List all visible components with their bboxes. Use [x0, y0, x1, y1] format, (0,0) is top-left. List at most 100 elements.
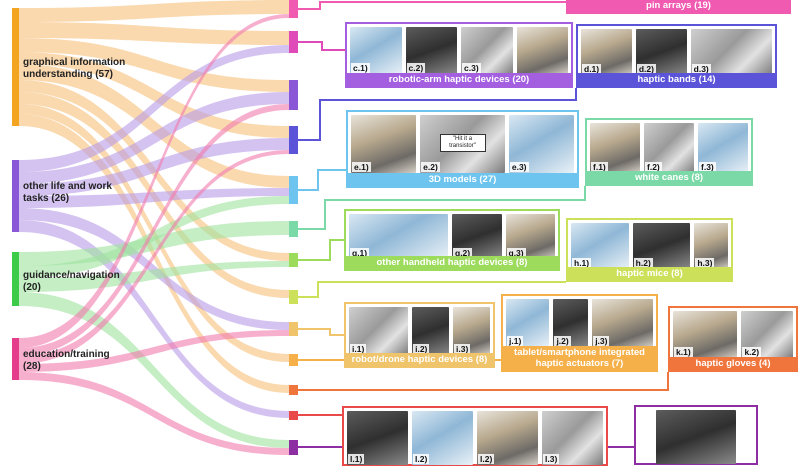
photo-c2: c.2): [405, 27, 457, 74]
card-robotic-arm: c.1) c.2) c.3) robotic-arm haptic device…: [345, 22, 573, 88]
photo-d3: d.3): [690, 29, 772, 75]
flow-ribbon-education: [19, 104, 289, 356]
card-robotic-banner: robotic-arm haptic devices (20): [347, 73, 571, 86]
photo-f1: f.1): [590, 123, 640, 173]
photo-l2a: l.2): [412, 411, 473, 465]
card-3d-banner: 3D models (27): [348, 173, 577, 186]
photo-e2-note: "Hit it a transistor": [439, 133, 486, 152]
flow-ribbon-graphical: [19, 52, 289, 138]
node-gloves: [289, 385, 298, 395]
photo-e2: "Hit it a transistor" e.2): [420, 115, 505, 173]
flow-ribbon-education: [19, 150, 289, 364]
node-bands2: [289, 126, 298, 154]
connector-line: [298, 1, 566, 10]
flow-ribbon-other: [19, 220, 289, 418]
photo-d2: d.2): [635, 29, 687, 75]
node-handheld: [289, 253, 298, 267]
photo-h2: h.2): [632, 223, 691, 269]
photo-l3: l.3): [542, 411, 603, 465]
card-haptic-gloves: k.1) k.2) haptic gloves (4): [668, 306, 798, 372]
sankey-figure: graphical information understanding (57)…: [12, 0, 798, 466]
ribbon-group: [19, 0, 289, 455]
flow-ribbon-other: [19, 92, 289, 184]
card-white-canes: f.1) f.2) f.3) white canes (8): [585, 118, 753, 186]
category-bar-guidance: [12, 252, 19, 306]
card-tablet-smartphone: j.1) j.2) j.3) tablet/smartphone integra…: [501, 294, 658, 372]
node-robotic: [289, 31, 298, 53]
photo-h1: h.1): [571, 223, 629, 269]
flow-links: [19, 0, 669, 455]
category-bar-education: [12, 338, 19, 380]
connector-line: [298, 88, 577, 141]
node-desk: [289, 411, 298, 420]
photo-j1: j.1): [506, 299, 550, 347]
node-canes: [289, 221, 298, 237]
card-3d-models: e.1) "Hit it a transistor" e.2) e.3) 3D …: [346, 110, 579, 188]
photo-g1: g.1): [349, 214, 448, 259]
photo-e3: e.3): [508, 115, 575, 173]
node-other-dev: [289, 440, 298, 455]
card-robot-drone: i.1) i.2) i.3) robot/drone haptic device…: [344, 302, 495, 368]
card-tablet-banner: tablet/smartphone integrated haptic actu…: [503, 346, 656, 370]
photo-i1: i.1): [349, 307, 409, 355]
card-other-devices: [634, 405, 758, 465]
category-label-graphical: graphical information understanding (57): [23, 57, 126, 80]
flow-ribbon-graphical: [19, 22, 289, 45]
flow-ribbon-other: [19, 208, 289, 330]
photo-c4: [516, 27, 568, 74]
connector-line: [298, 169, 346, 191]
flow-ribbon-guidance: [19, 261, 289, 292]
card-gloves-banner: haptic gloves (4): [670, 357, 796, 370]
photo-j2: j.2): [553, 299, 589, 347]
node-bands: [289, 80, 298, 110]
card-desk-devices: l.1) l.2) l.2) l.3): [342, 406, 608, 466]
card-mice-banner: haptic mice (8): [568, 267, 731, 280]
flow-ribbon-education: [19, 330, 289, 372]
photo-f2: f.2): [644, 123, 694, 173]
photo-c3: c.3): [461, 27, 513, 74]
category-label-education: education/training (28): [23, 349, 110, 372]
flow-ribbon-graphical: [19, 38, 289, 92]
photo-c1: c.1): [350, 27, 402, 74]
photo-k2: k.2): [741, 311, 793, 358]
category-label-guidance: guidance/navigation (20): [23, 270, 120, 293]
category-bar-graphical: [12, 8, 19, 126]
flow-ribbon-other: [19, 45, 289, 172]
flow-ribbon-graphical: [19, 0, 289, 22]
connector-line: [298, 328, 344, 336]
card-bands-banner: haptic bands (14): [578, 73, 775, 86]
photo-f3: f.3): [698, 123, 748, 173]
connector-line: [298, 281, 566, 298]
category-bar-other: [12, 160, 19, 232]
card-pin-arrays: pin arrays (19): [566, 0, 791, 14]
connector-line: [298, 41, 345, 51]
photo-k1: k.1): [673, 311, 738, 358]
node-tablet: [289, 354, 298, 366]
flow-ribbon-other: [19, 138, 289, 196]
flow-ribbon-education: [19, 14, 289, 348]
flow-ribbon-other: [19, 188, 289, 208]
photo-g3: g.3): [505, 214, 555, 259]
card-other-handheld: g.1) g.2) g.3) other handheld haptic dev…: [344, 209, 560, 271]
card-canes-banner: white canes (8): [587, 171, 751, 184]
photo-d1: d.1): [581, 29, 632, 75]
node-3d: [289, 176, 298, 204]
photo-h3: h.3): [694, 223, 728, 269]
connector-line: [298, 372, 669, 391]
photo-j3: j.3): [592, 299, 653, 347]
card-robot-banner: robot/drone haptic devices (8): [346, 353, 493, 366]
photo-g2: g.2): [452, 214, 502, 259]
photo-m1: [656, 410, 736, 464]
node-pin: [289, 0, 298, 18]
card-handheld-banner: other handheld haptic devices (8): [346, 256, 558, 269]
connector-line: [298, 186, 586, 230]
photo-i3: i.3): [453, 307, 490, 355]
category-label-other: other life and work tasks (26): [23, 181, 112, 204]
connector-line: [298, 239, 344, 261]
card-haptic-mice: h.1) h.2) h.3) haptic mice (8): [566, 218, 733, 282]
node-mice: [289, 290, 298, 304]
flow-ribbon-guidance: [19, 292, 289, 448]
card-haptic-bands: d.1) d.2) d.3) haptic bands (14): [576, 24, 777, 88]
photo-l1: l.1): [347, 411, 408, 465]
flow-ribbon-guidance: [19, 221, 289, 266]
